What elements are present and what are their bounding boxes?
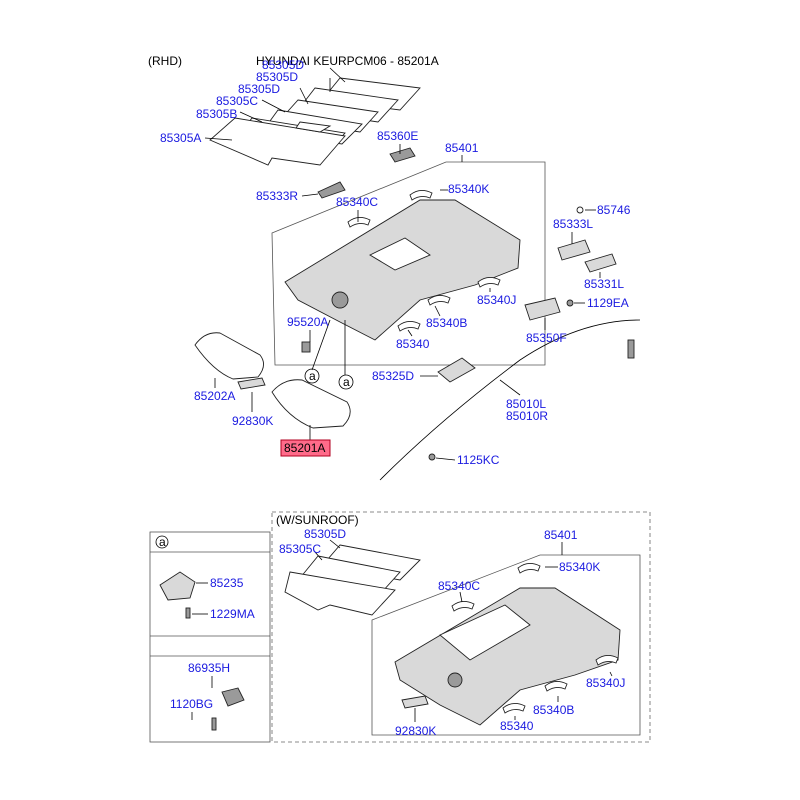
label-85202A[interactable]: 85202A bbox=[194, 389, 235, 403]
label-85340C[interactable]: 85340C bbox=[336, 195, 378, 209]
label-85010L[interactable]: 85010L bbox=[506, 397, 546, 411]
airbag-85010[interactable] bbox=[379, 319, 641, 481]
selected-part-85201A[interactable]: 85201A bbox=[280, 439, 331, 457]
sunvisor-85201A[interactable] bbox=[271, 379, 351, 429]
sunroof-title: (W/SUNROOF) bbox=[276, 513, 359, 527]
callout-a-2[interactable] bbox=[338, 374, 354, 390]
handle-85340K[interactable] bbox=[409, 190, 433, 201]
holder-92830K[interactable] bbox=[237, 377, 266, 390]
label-85305C[interactable]: 85305C bbox=[216, 94, 258, 108]
handle-85340[interactable] bbox=[397, 321, 421, 332]
box-85401 bbox=[271, 161, 546, 366]
diagram-title: HYUNDAI KEURPCM06 - 85201A bbox=[256, 54, 439, 68]
sunroof-headliner-85401[interactable] bbox=[394, 587, 621, 726]
sunroof-label-85340B[interactable]: 85340B bbox=[533, 703, 574, 717]
sunroof-label-92830K[interactable]: 92830K bbox=[395, 724, 436, 738]
handle-85340B[interactable] bbox=[427, 295, 451, 306]
callout-a-1-text: a bbox=[309, 369, 316, 383]
sunroof-label-85305C[interactable]: 85305C bbox=[279, 542, 321, 556]
callout-a-1[interactable] bbox=[304, 368, 320, 384]
detail-a-box bbox=[149, 531, 271, 743]
label-85305D-3[interactable]: 85305D bbox=[238, 82, 280, 96]
clip-85331L[interactable] bbox=[584, 253, 617, 273]
label-86935H[interactable]: 86935H bbox=[188, 661, 230, 675]
detail-a-title: a bbox=[159, 535, 166, 549]
label-92830K[interactable]: 92830K bbox=[232, 414, 273, 428]
sunroof-handle-85340C[interactable] bbox=[451, 601, 475, 612]
bolt-1129EA[interactable] bbox=[566, 299, 574, 307]
sunroof-box bbox=[271, 511, 651, 743]
selected-part-label: 85201A bbox=[284, 441, 325, 455]
variant-label: (RHD) bbox=[148, 54, 182, 68]
lamp-85325D[interactable] bbox=[437, 357, 476, 383]
leader-lines-main bbox=[204, 67, 601, 461]
label-85340K[interactable]: 85340K bbox=[448, 182, 489, 196]
label-1129EA[interactable]: 1129EA bbox=[587, 296, 629, 310]
sunroof-handle-85340[interactable] bbox=[502, 703, 526, 714]
sunvisor-85202A[interactable] bbox=[194, 332, 264, 380]
headliner-85401[interactable] bbox=[284, 199, 521, 341]
airbag-inflator[interactable] bbox=[627, 339, 635, 359]
label-85305A[interactable]: 85305A bbox=[160, 131, 201, 145]
label-85305D-2[interactable]: 85305D bbox=[256, 70, 298, 84]
label-95520A[interactable]: 95520A bbox=[287, 315, 328, 329]
cover-86935H[interactable] bbox=[221, 687, 245, 707]
sunroof-label-85340[interactable]: 85340 bbox=[500, 719, 534, 733]
clip-85746[interactable] bbox=[576, 206, 584, 214]
label-85333R[interactable]: 85333R bbox=[256, 189, 298, 203]
handle-85340C[interactable] bbox=[347, 217, 371, 228]
sunroof-handle-85340B[interactable] bbox=[544, 681, 568, 692]
screw-1229MA[interactable] bbox=[185, 607, 191, 619]
pad-85305A[interactable] bbox=[209, 117, 346, 166]
label-85325D[interactable]: 85325D bbox=[372, 369, 414, 383]
bracket-85350F[interactable] bbox=[524, 297, 561, 321]
label-1125KC[interactable]: 1125KC bbox=[457, 453, 500, 467]
clip-85360E[interactable] bbox=[389, 147, 416, 163]
bolt-1125KC[interactable] bbox=[428, 453, 436, 461]
sunroof-pad-85305C[interactable] bbox=[284, 571, 396, 616]
callout-a-2-text: a bbox=[343, 375, 350, 389]
clip-95520A[interactable] bbox=[301, 341, 311, 353]
clip-85333L[interactable] bbox=[557, 239, 591, 261]
label-85746[interactable]: 85746 bbox=[597, 203, 631, 217]
label-85333L[interactable]: 85333L bbox=[553, 217, 593, 231]
label-85340[interactable]: 85340 bbox=[396, 337, 430, 351]
label-85340J[interactable]: 85340J bbox=[477, 293, 516, 307]
sunroof-label-85340C[interactable]: 85340C bbox=[438, 579, 480, 593]
screw-1120BG[interactable] bbox=[211, 717, 217, 731]
sunroof-label-85401[interactable]: 85401 bbox=[544, 528, 578, 542]
label-85235[interactable]: 85235 bbox=[210, 576, 244, 590]
label-85350F[interactable]: 85350F bbox=[526, 331, 567, 345]
clip-85333R[interactable] bbox=[317, 181, 346, 199]
label-85305D-1[interactable]: 85305D bbox=[262, 58, 304, 72]
handle-85340J[interactable] bbox=[477, 277, 501, 288]
label-1229MA[interactable]: 1229MA bbox=[210, 607, 255, 621]
sunroof-label-85340J[interactable]: 85340J bbox=[586, 676, 625, 690]
label-85360E[interactable]: 85360E bbox=[377, 129, 418, 143]
sunroof-handle-85340K[interactable] bbox=[517, 563, 541, 574]
label-85331L[interactable]: 85331L bbox=[584, 277, 624, 291]
sunroof-holder-92830K[interactable] bbox=[401, 695, 429, 709]
detail-a-callout bbox=[155, 535, 169, 549]
label-1120BG[interactable]: 1120BG bbox=[170, 697, 213, 711]
label-85340B[interactable]: 85340B bbox=[426, 316, 467, 330]
bracket-85235[interactable] bbox=[159, 571, 196, 601]
label-85010R[interactable]: 85010R bbox=[506, 409, 548, 423]
sunroof-label-85305D[interactable]: 85305D bbox=[304, 527, 346, 541]
sunroof-label-85340K[interactable]: 85340K bbox=[559, 560, 600, 574]
selected-part-highlight bbox=[280, 439, 331, 457]
label-85305B[interactable]: 85305B bbox=[196, 107, 237, 121]
sunroof-85401-box bbox=[371, 554, 641, 736]
label-85401[interactable]: 85401 bbox=[445, 141, 479, 155]
sunroof-handle-85340J[interactable] bbox=[595, 655, 619, 666]
